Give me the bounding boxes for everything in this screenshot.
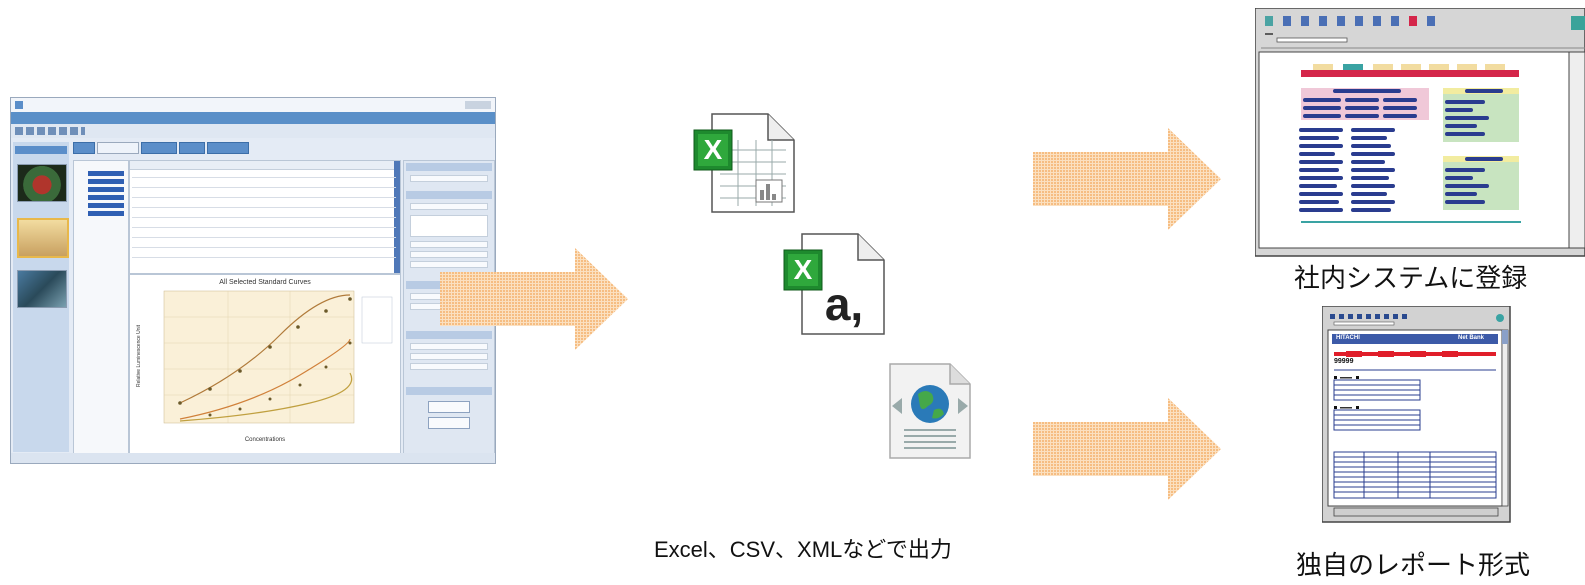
grid-row [132,257,396,258]
settings-field [410,353,488,360]
settings-section-header [406,163,492,171]
tree-node [88,203,124,208]
formula-box [410,215,488,237]
grid-scrollbar [394,161,400,273]
grid-row [132,237,396,238]
arrow-to-system [1033,128,1221,230]
tab-4 [179,142,205,154]
bank-service-label: Net Bank [1458,335,1485,341]
xml-web-document-icon [889,363,971,459]
chart-plot-svg [163,290,393,424]
tree-node [88,195,124,200]
settings-field [410,343,488,350]
grid-row [132,247,396,248]
export-caption: Excel、CSV、XMLなどで出力 [654,537,952,562]
grid-row [132,187,396,188]
bank-brand-label: HITACHI [1336,335,1360,341]
grid-row [132,227,396,228]
settings-field [410,261,488,268]
grid-row [132,207,396,208]
thumbnail-pane [13,142,69,452]
tab-5 [207,142,249,154]
grid-row [132,197,396,198]
grid-row [132,217,396,218]
chart-y-axis-label: Relative Luminescence Unit [136,325,142,387]
settings-field [410,251,488,258]
system-caption: 社内システムに登録 [1294,263,1528,293]
svg-text:X: X [794,254,813,285]
app-toolbar [11,124,495,138]
toolbar-icons [15,127,85,135]
app-statusbar [11,453,495,463]
bank-account-number: 99999 [1334,358,1354,365]
arrow-to-export [440,248,628,350]
svg-text:a,: a, [825,278,863,330]
data-grid [129,160,401,274]
tab-1 [73,142,95,154]
standard-curve-chart: All Selected Standard Curves Concentrati… [129,274,401,454]
settings-section-header [406,331,492,339]
tree-node [88,211,124,216]
thumbnail-3 [17,270,67,308]
tab-3 [141,142,177,154]
custom-report-screen [1322,306,1511,523]
app-titlebar [11,98,495,113]
tree-node [88,171,124,176]
settings-section-header [406,191,492,199]
chart-x-axis-label: Concentrations [244,437,286,443]
thumbnail-2 [17,218,69,258]
settings-field [410,203,488,210]
app-menubar [11,112,495,124]
tree-node [88,187,124,192]
browser-toolbar-icons [1265,16,1585,30]
settings-button [428,417,470,429]
grid-header [130,161,400,170]
app-logo-icon [15,101,23,109]
sample-tree [73,160,129,454]
tree-node [88,179,124,184]
settings-field [410,175,488,182]
chart-title: All Selected Standard Curves [219,279,311,286]
thumbnail-pane-header [15,146,67,154]
internal-system-screen [1255,8,1585,257]
thumbnail-1 [17,164,67,202]
excel-spreadsheet-icon: X [693,113,795,213]
settings-field [410,241,488,248]
excel-csv-icon: X a, [783,233,885,335]
settings-field [410,363,488,370]
settings-button [428,401,470,413]
report-caption: 独自のレポート形式 [1296,550,1531,580]
grid-row [132,177,396,178]
app-tabs [73,142,493,158]
window-controls [465,101,491,109]
settings-section-header [406,387,492,395]
tab-2 [97,142,139,154]
application-screenshot: All Selected Standard Curves Concentrati… [10,97,496,464]
arrow-to-report [1033,398,1221,500]
svg-text:X: X [704,134,723,165]
